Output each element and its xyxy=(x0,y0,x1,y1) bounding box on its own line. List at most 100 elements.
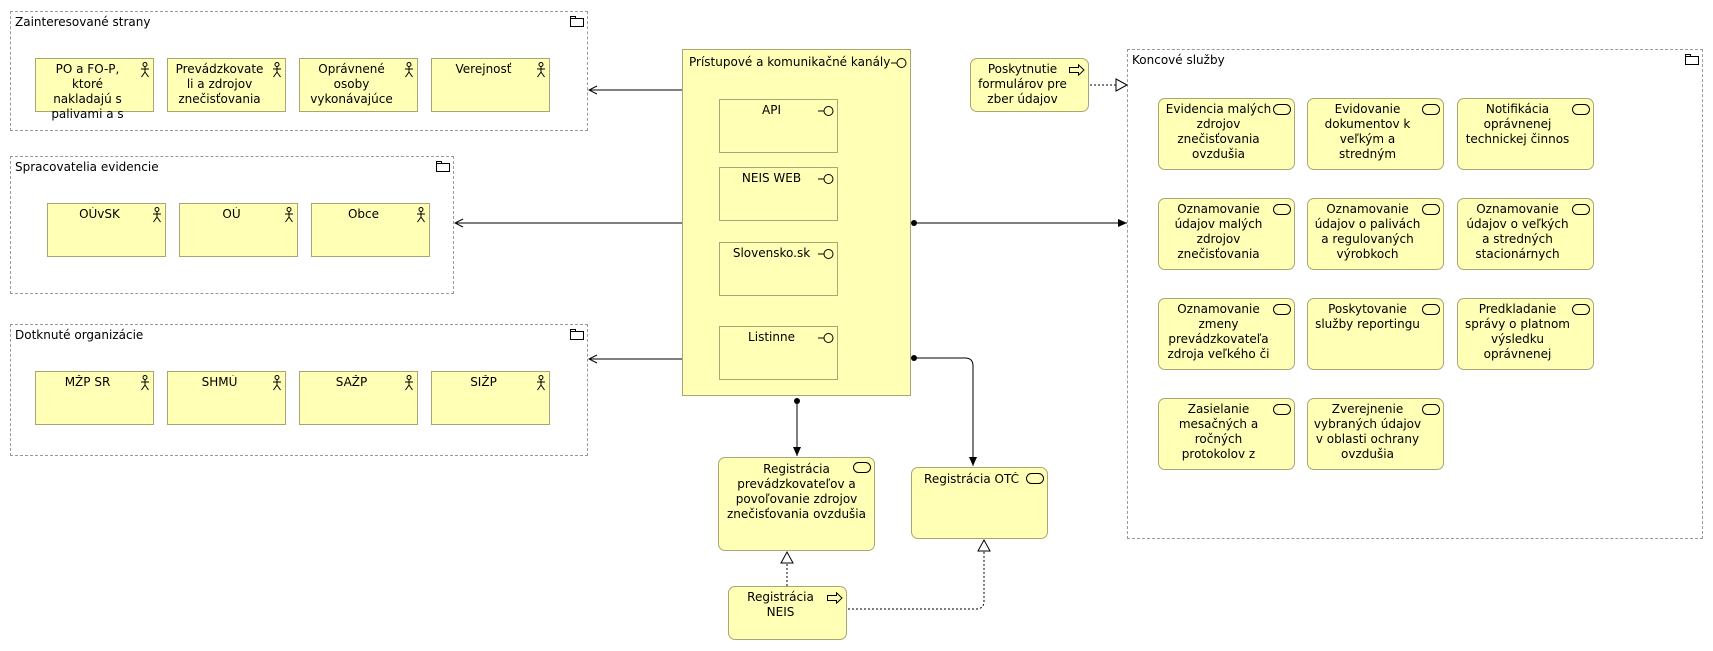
end-service-item[interactable]: Oznamovanie údajov o palivách a regulova… xyxy=(1307,198,1444,270)
service-otc[interactable]: Registrácia OTČ xyxy=(911,467,1048,539)
service-icon xyxy=(1572,204,1590,215)
actor-label: Obce xyxy=(347,207,380,221)
actor-icon xyxy=(405,62,413,78)
end-service-item[interactable]: Zverejnenie vybraných údajov v oblasti o… xyxy=(1307,398,1444,470)
service-label: Evidovanie dokumentov k veľkým a stredný… xyxy=(1324,102,1411,161)
interface-neis-web[interactable]: NEIS WEB xyxy=(719,167,838,221)
actor-prevadzkovatelia[interactable]: Prevádzkovateli a zdrojov znečisťovania xyxy=(167,58,286,112)
end-service-item[interactable]: Zasielanie mesačných a ročných protokolo… xyxy=(1158,398,1295,470)
channels-component[interactable]: Prístupové a komunikačné kanály API NEIS… xyxy=(682,49,911,396)
actor-label: Prevádzkovateli a zdrojov znečisťovania xyxy=(175,62,264,106)
interface-icon xyxy=(818,106,834,116)
service-icon xyxy=(853,462,871,473)
actor-label: SHMÚ xyxy=(201,375,238,389)
actor-ou[interactable]: OÚ xyxy=(179,203,298,257)
actor-ouvsk[interactable]: OÚvSK xyxy=(47,203,166,257)
process-label: Registrácia NEIS xyxy=(747,590,814,619)
actor-icon xyxy=(405,375,413,391)
actor-sizp[interactable]: SIŽP xyxy=(431,371,550,425)
channels-title: Prístupové a komunikačné kanály xyxy=(689,55,891,69)
end-service-item[interactable]: Oznamovanie zmeny prevádzkovateľa zdroja… xyxy=(1158,298,1295,370)
end-service-item[interactable]: Oznamovanie údajov malých zdrojov znečis… xyxy=(1158,198,1295,270)
service-label: Poskytovanie služby reportingu xyxy=(1315,302,1420,331)
actor-verejnost[interactable]: Verejnosť xyxy=(431,58,550,112)
actor-shmu[interactable]: SHMÚ xyxy=(167,371,286,425)
service-label: Oznamovanie údajov o veľkých a stredných… xyxy=(1466,202,1569,261)
service-label: Evidencia malých zdrojov znečisťovania o… xyxy=(1165,102,1272,161)
service-label: Registrácia prevádzkovateľov a povoľovan… xyxy=(727,462,866,521)
actor-icon xyxy=(417,207,425,223)
actor-icon xyxy=(285,207,293,223)
end-service-item[interactable]: Notifikácia oprávnenej technickej činnos xyxy=(1457,98,1594,170)
folder-icon xyxy=(1685,54,1699,65)
service-icon xyxy=(1273,104,1291,115)
actor-icon xyxy=(273,62,281,78)
actor-opravnene-osoby[interactable]: Oprávnené osoby vykonávajúce xyxy=(299,58,418,112)
actor-po-fo[interactable]: PO a FO-P, ktoré nakladajú s palivami a … xyxy=(35,58,154,121)
actor-sazp[interactable]: SAŽP xyxy=(299,371,418,425)
actor-icon xyxy=(153,207,161,223)
service-icon xyxy=(1422,404,1440,415)
serving-channels-to-otc xyxy=(911,355,977,466)
end-service-item[interactable]: Poskytovanie služby reportingu xyxy=(1307,298,1444,370)
service-label: Zasielanie mesačných a ročných protokolo… xyxy=(1178,402,1259,461)
interface-icon xyxy=(818,333,834,343)
folder-icon xyxy=(436,161,450,172)
actor-label: OÚvSK xyxy=(79,207,120,221)
interface-listinne[interactable]: Listinne xyxy=(719,326,838,380)
end-service-item[interactable]: Evidencia malých zdrojov znečisťovania o… xyxy=(1158,98,1295,170)
actor-label: Oprávnené osoby vykonávajúce xyxy=(310,62,393,106)
process-arrow-icon xyxy=(1069,64,1085,76)
service-label: Oznamovanie údajov malých zdrojov znečis… xyxy=(1174,202,1263,261)
interface-slovensko-sk[interactable]: Slovensko.sk xyxy=(719,242,838,296)
actor-label: OÚ xyxy=(222,207,241,221)
actor-icon xyxy=(537,62,545,78)
actor-icon xyxy=(141,375,149,391)
folder-icon xyxy=(570,16,584,27)
end-service-item[interactable]: Evidovanie dokumentov k veľkým a stredný… xyxy=(1307,98,1444,170)
actor-label: Verejnosť xyxy=(455,62,512,76)
process-arrow-icon xyxy=(827,592,843,604)
process-forms[interactable]: Poskytnutie formulárov pre zber údajov xyxy=(970,58,1089,112)
actor-obce[interactable]: Obce xyxy=(311,203,430,257)
service-icon xyxy=(1572,304,1590,315)
end-service-item[interactable]: Oznamovanie údajov o veľkých a stredných… xyxy=(1457,198,1594,270)
group-title: Spracovatelia evidencie xyxy=(15,160,159,174)
group-title: Zainteresované strany xyxy=(15,15,151,29)
interface-icon xyxy=(891,58,907,68)
group-processors[interactable]: Spracovatelia evidencie OÚvSK OÚ Obce xyxy=(10,156,454,294)
service-icon xyxy=(1026,473,1044,484)
actor-label: SAŽP xyxy=(335,375,368,389)
service-label: Zverejnenie vybraných údajov v oblasti o… xyxy=(1313,402,1422,461)
interface-label: NEIS WEB xyxy=(741,171,802,185)
interface-label: Listinne xyxy=(748,330,795,344)
actor-label: SIŽP xyxy=(470,375,497,389)
service-icon xyxy=(1273,204,1291,215)
actor-label: MŽP SR xyxy=(64,375,111,389)
process-neis[interactable]: Registrácia NEIS xyxy=(728,586,847,640)
service-label: Registrácia OTČ xyxy=(924,472,1019,486)
interface-api[interactable]: API xyxy=(719,99,838,153)
interface-icon xyxy=(818,174,834,184)
service-icon xyxy=(1273,404,1291,415)
service-registration[interactable]: Registrácia prevádzkovateľov a povoľovan… xyxy=(718,457,875,551)
interface-label: API xyxy=(762,103,781,117)
service-icon xyxy=(1422,204,1440,215)
group-stakeholders[interactable]: Zainteresované strany PO a FO-P, ktoré n… xyxy=(10,11,588,131)
end-service-item[interactable]: Predkladanie správy o platnom výsledku o… xyxy=(1457,298,1594,370)
interface-label: Slovensko.sk xyxy=(732,246,811,260)
group-affected[interactable]: Dotknuté organizácie MŽP SR SHMÚ SAŽP SI… xyxy=(10,324,588,456)
interface-icon xyxy=(818,249,834,259)
service-icon xyxy=(1422,304,1440,315)
group-title: Dotknuté organizácie xyxy=(15,328,144,342)
actor-mzp-sr[interactable]: MŽP SR xyxy=(35,371,154,425)
service-label: Notifikácia oprávnenej technickej činnos xyxy=(1465,102,1570,146)
service-label: Oznamovanie zmeny prevádzkovateľa zdroja… xyxy=(1167,302,1270,361)
actor-label: PO a FO-P, ktoré nakladajú s palivami a … xyxy=(51,62,124,121)
folder-icon xyxy=(570,329,584,340)
process-label: Poskytnutie formulárov pre zber údajov xyxy=(978,62,1067,106)
service-icon xyxy=(1572,104,1590,115)
service-label: Predkladanie správy o platnom výsledku o… xyxy=(1465,302,1570,361)
service-label: Oznamovanie údajov o palivách a regulova… xyxy=(1314,202,1421,261)
actor-icon xyxy=(537,375,545,391)
